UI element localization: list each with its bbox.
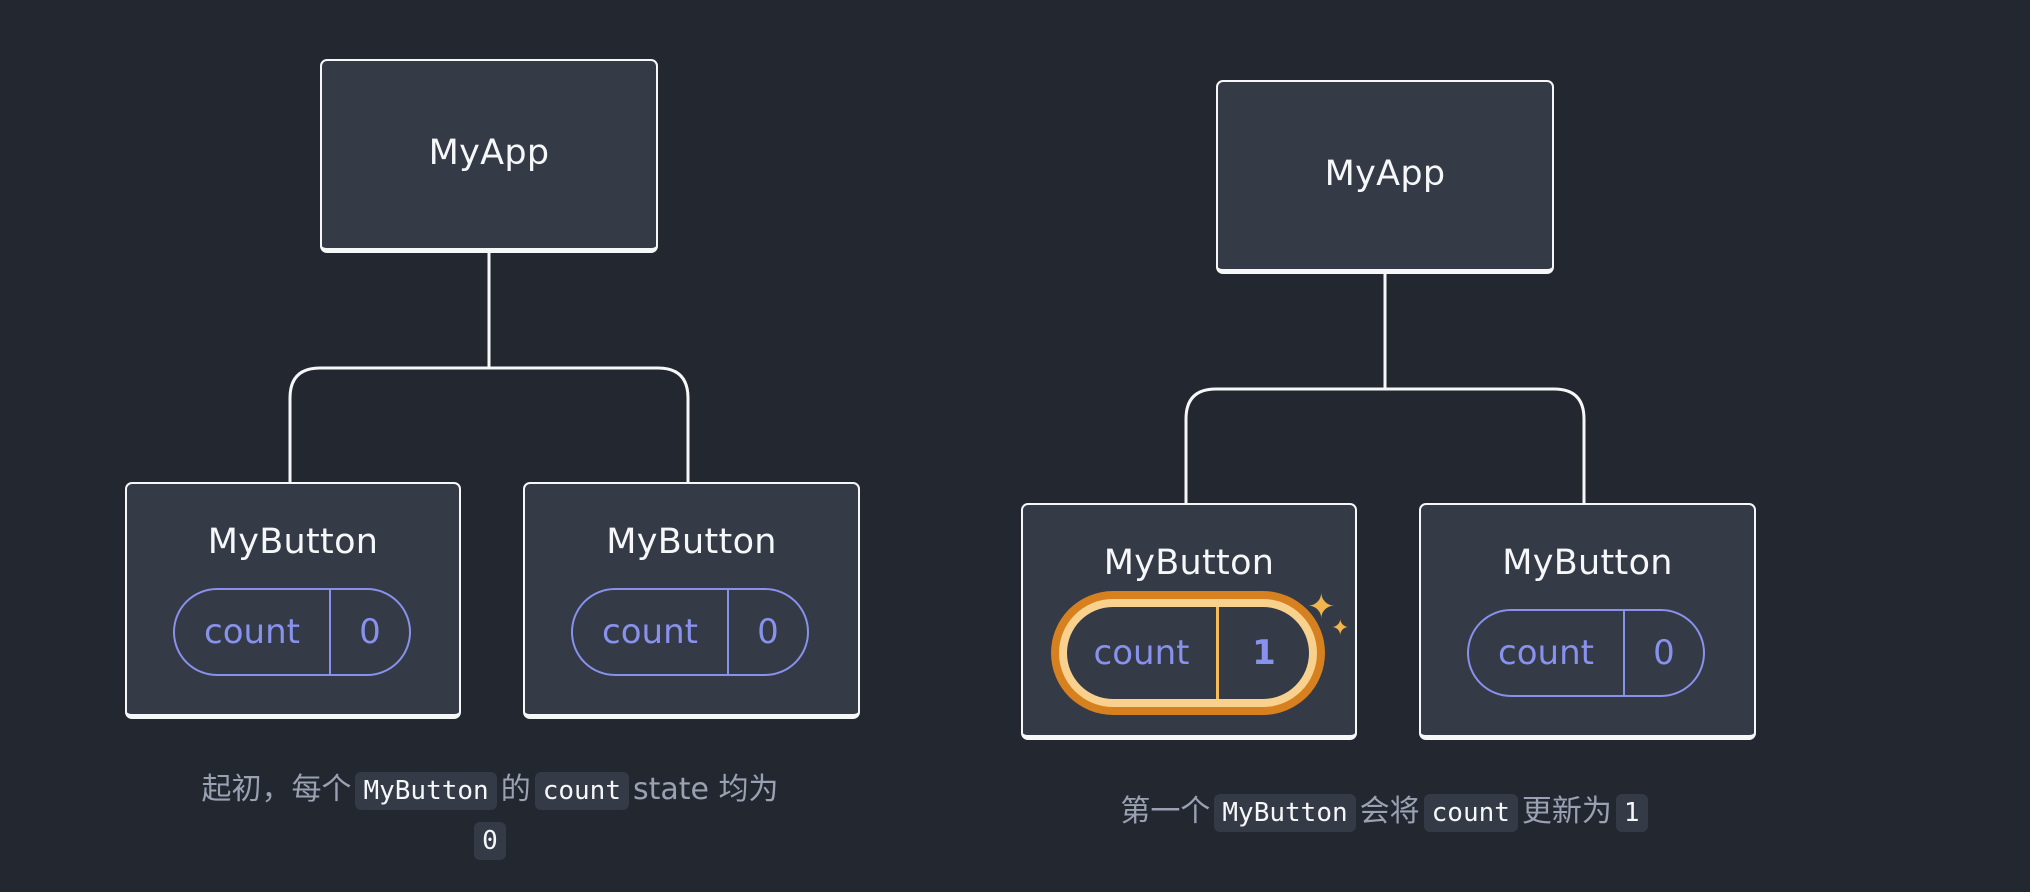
caption-code: count xyxy=(1423,794,1518,832)
sparkle-icon: ✦ xyxy=(1331,616,1350,641)
left-mybutton-1-label: MyButton xyxy=(207,522,379,562)
right-mybutton-node-2: MyButton count 0 xyxy=(1419,503,1756,740)
right-mybutton-node-1: MyButton count 1 ✦ ✦ xyxy=(1021,503,1357,740)
left-mybutton-1-state: count 0 xyxy=(173,588,411,676)
caption-text: 起初，每个 xyxy=(201,772,352,807)
caption-code: count xyxy=(534,772,629,810)
caption-code: MyButton xyxy=(1214,794,1356,832)
highlighted-pill-inner: count 1 xyxy=(1067,607,1309,699)
right-mybutton-2-state: count 0 xyxy=(1467,609,1705,697)
caption-text: 第一个 xyxy=(1120,794,1211,829)
right-mybutton-1-label: MyButton xyxy=(1103,543,1275,583)
left-mybutton-2-state: count 0 xyxy=(571,588,809,676)
caption-code: 1 xyxy=(1615,794,1648,832)
caption-code: MyButton xyxy=(355,772,497,810)
left-mybutton-2-label: MyButton xyxy=(606,522,777,562)
state-name: count xyxy=(1067,607,1219,699)
left-myapp-node: MyApp xyxy=(320,59,658,253)
state-value: 0 xyxy=(757,612,779,652)
right-myapp-label: MyApp xyxy=(1324,154,1446,194)
sparkle-icon: ✦ xyxy=(1307,587,1336,627)
caption-code: 0 xyxy=(474,822,506,860)
right-mybutton-2-label: MyButton xyxy=(1502,543,1673,583)
caption-text: state 均为 xyxy=(632,772,779,807)
state-value: 0 xyxy=(359,612,381,652)
state-name: count xyxy=(573,590,729,674)
caption-text: 会将 xyxy=(1359,794,1420,829)
right-myapp-node: MyApp xyxy=(1216,80,1554,274)
left-mybutton-node-2: MyButton count 0 xyxy=(523,482,860,719)
left-mybutton-node-1: MyButton count 0 xyxy=(125,482,461,719)
caption-text: 更新为 xyxy=(1521,794,1612,829)
left-branch-connector xyxy=(288,366,690,483)
right-branch-connector xyxy=(1184,387,1586,504)
state-name: count xyxy=(175,590,331,674)
state-value: 0 xyxy=(1653,633,1675,673)
state-name: count xyxy=(1469,611,1625,695)
right-mybutton-1-state-highlighted: count 1 xyxy=(1059,599,1317,707)
state-value: 1 xyxy=(1252,633,1276,673)
caption-text: 的 xyxy=(500,772,531,807)
left-myapp-label: MyApp xyxy=(428,133,550,173)
